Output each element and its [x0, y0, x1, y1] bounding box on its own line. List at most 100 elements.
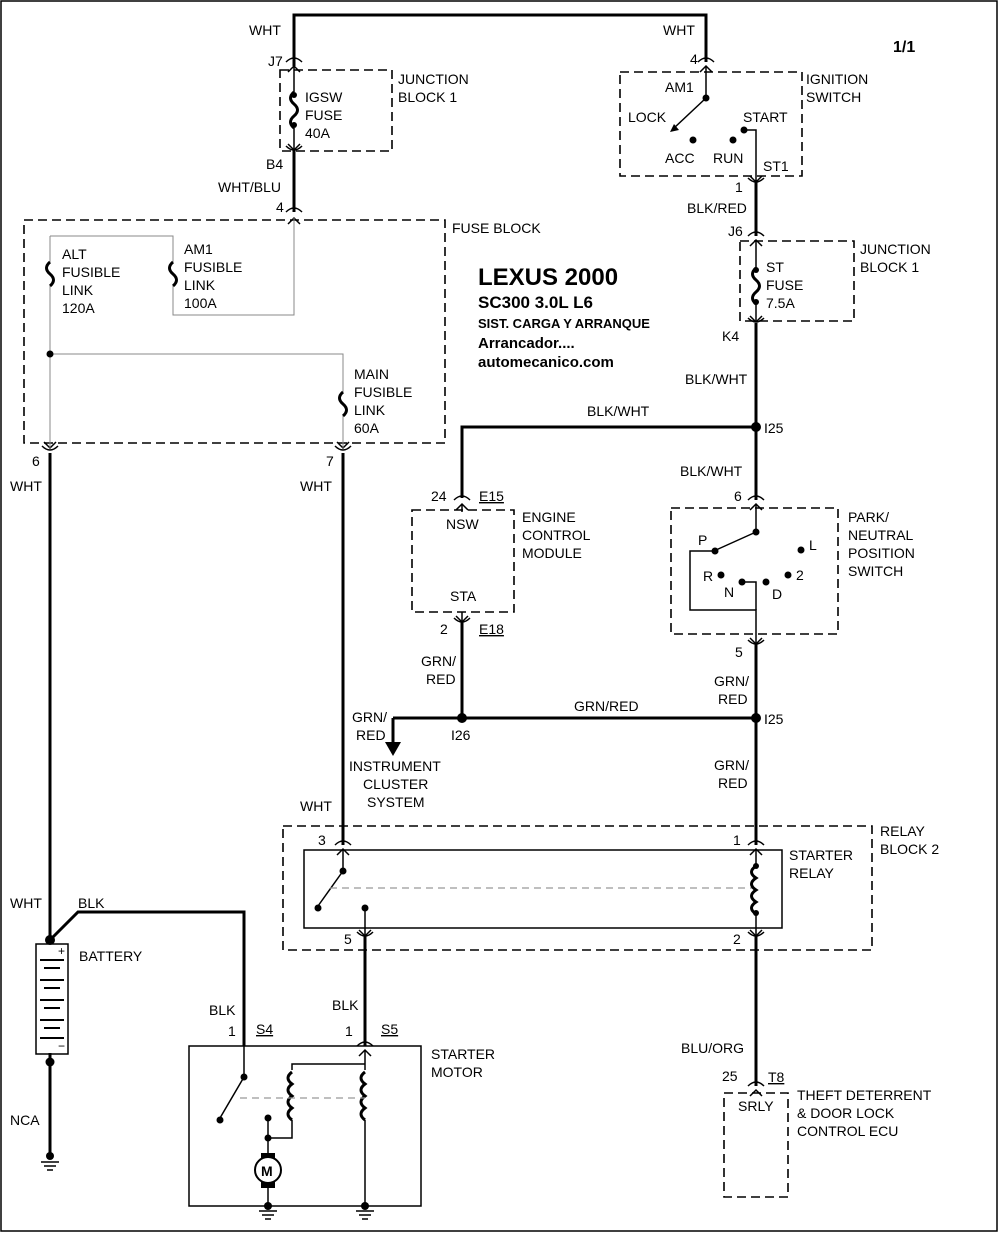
splice-i25-lower-label: I25	[764, 711, 784, 727]
battery-minus: −	[58, 1039, 65, 1053]
wire-blk-battery	[48, 910, 246, 1046]
pin-motor-s4: 1	[228, 1023, 236, 1039]
wire-label-wht-2: WHT	[663, 22, 695, 38]
ignition-switch-name-1: IGNITION	[806, 71, 868, 87]
ignition-start-label: START	[743, 109, 788, 125]
main-fusible-link-symbol	[338, 390, 348, 418]
pin-relay-5: 5	[344, 931, 352, 947]
pin-fuse-block-7: 7	[326, 453, 334, 469]
wire-label-blk-wht-1: BLK/WHT	[685, 371, 748, 387]
wire-label-grn-3a: GRN/	[352, 709, 387, 725]
starter-motor-pull-coil	[359, 1070, 368, 1122]
starter-relay-name-2: RELAY	[789, 865, 835, 881]
wire-label-blk-red: BLK/RED	[687, 200, 747, 216]
ignition-run-label: RUN	[713, 150, 743, 166]
starter-motor-hold-coil	[286, 1070, 295, 1122]
wiring-harness	[48, 13, 758, 1158]
title-model: SC300 3.0L L6	[478, 293, 593, 312]
battery-ground-label: NCA	[10, 1112, 40, 1128]
connector-t8-mark	[747, 1081, 765, 1097]
pnp-l-label: L	[809, 537, 817, 553]
wire-label-blk-3: BLK	[332, 997, 359, 1013]
ecm-outline	[411, 509, 515, 613]
pnp-r-label: R	[703, 568, 713, 584]
ignition-st1-label: ST1	[763, 158, 789, 174]
ecm-nsw-label: NSW	[446, 516, 479, 532]
relay-block-name-2: BLOCK 2	[880, 841, 939, 857]
splice-i25-upper	[751, 422, 761, 432]
theft-ecu-name-3: CONTROL ECU	[797, 1123, 898, 1139]
main-link-label-4: 60A	[354, 420, 380, 436]
wire-label-wht-4: WHT	[300, 478, 332, 494]
motor-label: M	[261, 1163, 273, 1179]
title-subsystem: Arrancador....	[478, 335, 575, 352]
relay-block: STARTER RELAY RELAY BLOCK 2	[282, 823, 939, 951]
pin-relay-2: 2	[733, 931, 741, 947]
starter-motor-solenoid-contact	[219, 1076, 245, 1119]
connector-labels: J7 B4 4 4 1 J6 K4 6 7 24 E15 2 E18 6 5 3…	[32, 51, 785, 1085]
am1-link-label-2: FUSIBLE	[184, 259, 242, 275]
theft-ecu-name-1: THEFT DETERRENT	[797, 1087, 932, 1103]
pin-fuse-block-in: 4	[276, 199, 284, 215]
am1-link-label-1: AM1	[184, 241, 213, 257]
main-link-label-2: FUSIBLE	[354, 384, 412, 400]
st-fuse-label-1: ST	[766, 259, 784, 275]
wire-label-grn-2b: RED	[718, 691, 748, 707]
connector-j7: J7	[268, 53, 283, 69]
am1-fusible-link-symbol	[168, 260, 178, 288]
engine-control-module: NSW STA ENGINE CONTROL MODULE	[411, 504, 591, 622]
am1-link-label-3: LINK	[184, 277, 216, 293]
instrument-cluster-arrow	[385, 742, 401, 756]
wire-label-grn-1a: GRN/	[421, 653, 456, 669]
pnp-2-label: 2	[796, 567, 804, 583]
wire-label-grn-1b: RED	[426, 671, 456, 687]
connector-j6: J6	[728, 223, 743, 239]
alt-link-label-1: ALT	[62, 246, 87, 262]
wire-wht-top-loop	[292, 13, 708, 66]
connector-e15: E15	[479, 488, 504, 504]
ignition-acc-label: ACC	[665, 150, 695, 166]
starter-motor-body	[188, 1045, 422, 1207]
wire-label-wht-6: WHT	[10, 895, 42, 911]
ecm-sta-label: STA	[450, 588, 477, 604]
junction-block-st: ST FUSE 7.5A JUNCTION BLOCK 1	[739, 240, 931, 322]
motor-ground-icon-1	[259, 1210, 277, 1220]
splice-i25-lower	[751, 713, 761, 723]
wire-label-grn-4b: RED	[718, 775, 748, 791]
st-fuse-label-3: 7.5A	[766, 295, 795, 311]
theft-ecu-srly-label: SRLY	[738, 1098, 774, 1114]
pin-ecm-nsw: 24	[431, 488, 447, 504]
starter-motor-name-1: STARTER	[431, 1046, 495, 1062]
pin-theft-ecu: 25	[722, 1068, 738, 1084]
wire-label-grn-red: GRN/RED	[574, 698, 639, 714]
connector-marks	[41, 57, 765, 1097]
theft-ecu-name-2: & DOOR LOCK	[797, 1105, 895, 1121]
alt-link-label-3: LINK	[62, 282, 94, 298]
battery: + − BATTERY NCA	[10, 935, 143, 1171]
st-fuse-label-2: FUSE	[766, 277, 803, 293]
pin-ignition-top: 4	[690, 51, 698, 67]
am1-link-label-4: 100A	[184, 295, 217, 311]
pin-relay-3: 3	[318, 832, 326, 848]
motor-ground-icon-2	[356, 1210, 374, 1220]
junction-block-st-name-2: BLOCK 1	[860, 259, 919, 275]
junction-block-igsw-name-2: BLOCK 1	[398, 89, 457, 105]
pnp-switch-outline	[670, 507, 839, 635]
pin-pnp-top: 6	[734, 488, 742, 504]
wire-label-wht-3: WHT	[10, 478, 42, 494]
pnp-switch-name-3: POSITION	[848, 545, 915, 561]
wire-label-blk-wht-3: BLK/WHT	[680, 463, 743, 479]
splice-i26	[457, 713, 467, 723]
instrument-cluster-label-2: CLUSTER	[363, 776, 428, 792]
wire-label-blu-org: BLU/ORG	[681, 1040, 744, 1056]
alt-link-label-4: 120A	[62, 300, 95, 316]
ecm-name-1: ENGINE	[522, 509, 576, 525]
pnp-switch-name-4: SWITCH	[848, 563, 903, 579]
battery-ground-icon	[41, 1161, 59, 1171]
instrument-cluster-label-3: SYSTEM	[367, 794, 425, 810]
pnp-n-label: N	[724, 584, 734, 600]
pin-pnp-bottom: 5	[735, 644, 743, 660]
wire-label-grn-3b: RED	[356, 727, 386, 743]
pnp-switch-contact	[715, 531, 757, 551]
